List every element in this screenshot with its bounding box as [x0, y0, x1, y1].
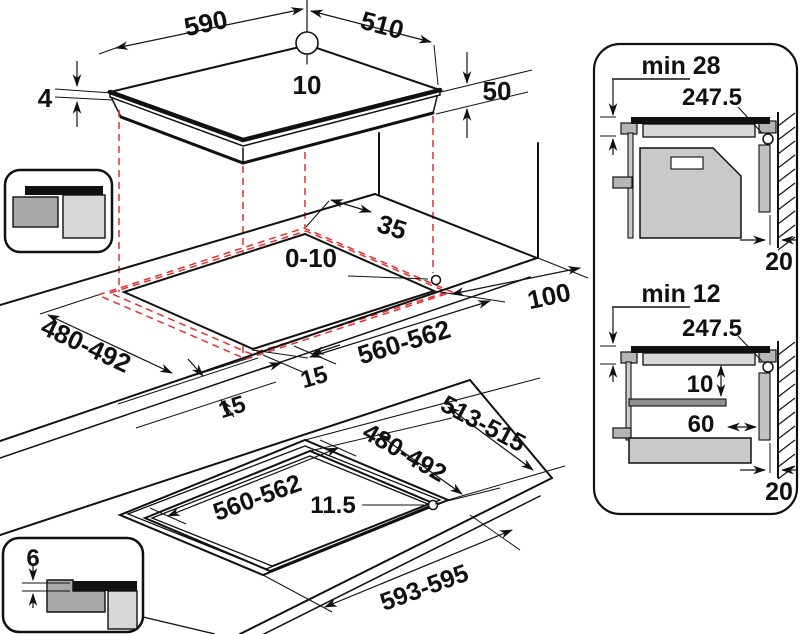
- flush-mount-icon: [1, 536, 216, 634]
- flush-hole-circle: [427, 499, 439, 511]
- drawer-box: [628, 437, 752, 464]
- dim-510-line: [309, 9, 433, 44]
- hob-top-dimensions: [54, 7, 533, 138]
- rear-spacer-bottom: [758, 372, 771, 441]
- min-28-label: min 28: [641, 52, 720, 80]
- oven-vent: [670, 156, 704, 170]
- worktop-back-edge: [0, 193, 376, 306]
- dim-4-label: 4: [38, 83, 53, 113]
- worktop-front-edge: [0, 257, 538, 442]
- hob-body-bottom: [119, 111, 435, 165]
- bracket-left: [612, 176, 633, 189]
- oven-section: [600, 78, 797, 251]
- hob-glass-section: [631, 117, 770, 124]
- hob-glass-projection: [107, 230, 450, 355]
- icon-cabinet-right: [62, 194, 106, 239]
- hob-glass-edge: [107, 87, 443, 143]
- icon-hob-bar: [25, 186, 103, 195]
- flush-6-label: 6: [26, 545, 39, 572]
- icon-cabinet-left: [12, 196, 59, 228]
- wall-gap-20-bottom-label: 20: [765, 478, 793, 506]
- worktop-dimensions: [39, 199, 589, 429]
- worktop-wall-edge: [374, 193, 538, 259]
- dim-50-label: 50: [483, 76, 512, 106]
- clearance-60-label: 60: [688, 411, 715, 438]
- worktop-section-2: [642, 352, 756, 366]
- icon-pointer-line: [142, 616, 216, 634]
- drawer-section: [600, 306, 797, 480]
- hole-247-5-top-label: 247.5: [682, 84, 742, 111]
- cross-section-panel: min 28 247.5 20: [592, 42, 799, 516]
- shelf-bar: [628, 398, 727, 407]
- rear-spacer-top: [758, 144, 771, 213]
- worktop-section: [642, 123, 756, 138]
- oven-box: [639, 147, 742, 239]
- dim-590-line: [114, 7, 305, 50]
- worktop-cutout: [121, 232, 437, 351]
- surface-mount-icon: [3, 168, 114, 254]
- wall-hatching-top: [777, 112, 796, 251]
- icon-flush-cabinet: [107, 590, 138, 630]
- cutout-hole-circle: [430, 274, 442, 286]
- clamp-left-2: [620, 351, 638, 364]
- flush-dimensions: [149, 377, 566, 613]
- hole-position-circle: [295, 31, 319, 55]
- min-12-label: min 12: [641, 280, 720, 308]
- flush-11-5-label: 11.5: [310, 492, 355, 519]
- gap-10-label: 10: [687, 371, 714, 398]
- clamp-left: [620, 122, 638, 135]
- hole-circle-top-section: [762, 133, 774, 145]
- wall-gap-20-top-label: 20: [765, 248, 793, 276]
- hole-circle-bottom-section: [762, 361, 774, 373]
- dim-0-10-label: 0-10: [285, 243, 337, 273]
- dim-10-label: 10: [293, 70, 322, 100]
- wall-hatching-bottom: [777, 341, 796, 480]
- hob-top-view: [106, 0, 444, 165]
- icon-flush-hob-bar: [73, 581, 137, 591]
- hob-glass-section-2: [631, 346, 770, 353]
- hole-247-5-bottom-label: 247.5: [682, 315, 742, 342]
- bracket-left-2: [612, 427, 632, 439]
